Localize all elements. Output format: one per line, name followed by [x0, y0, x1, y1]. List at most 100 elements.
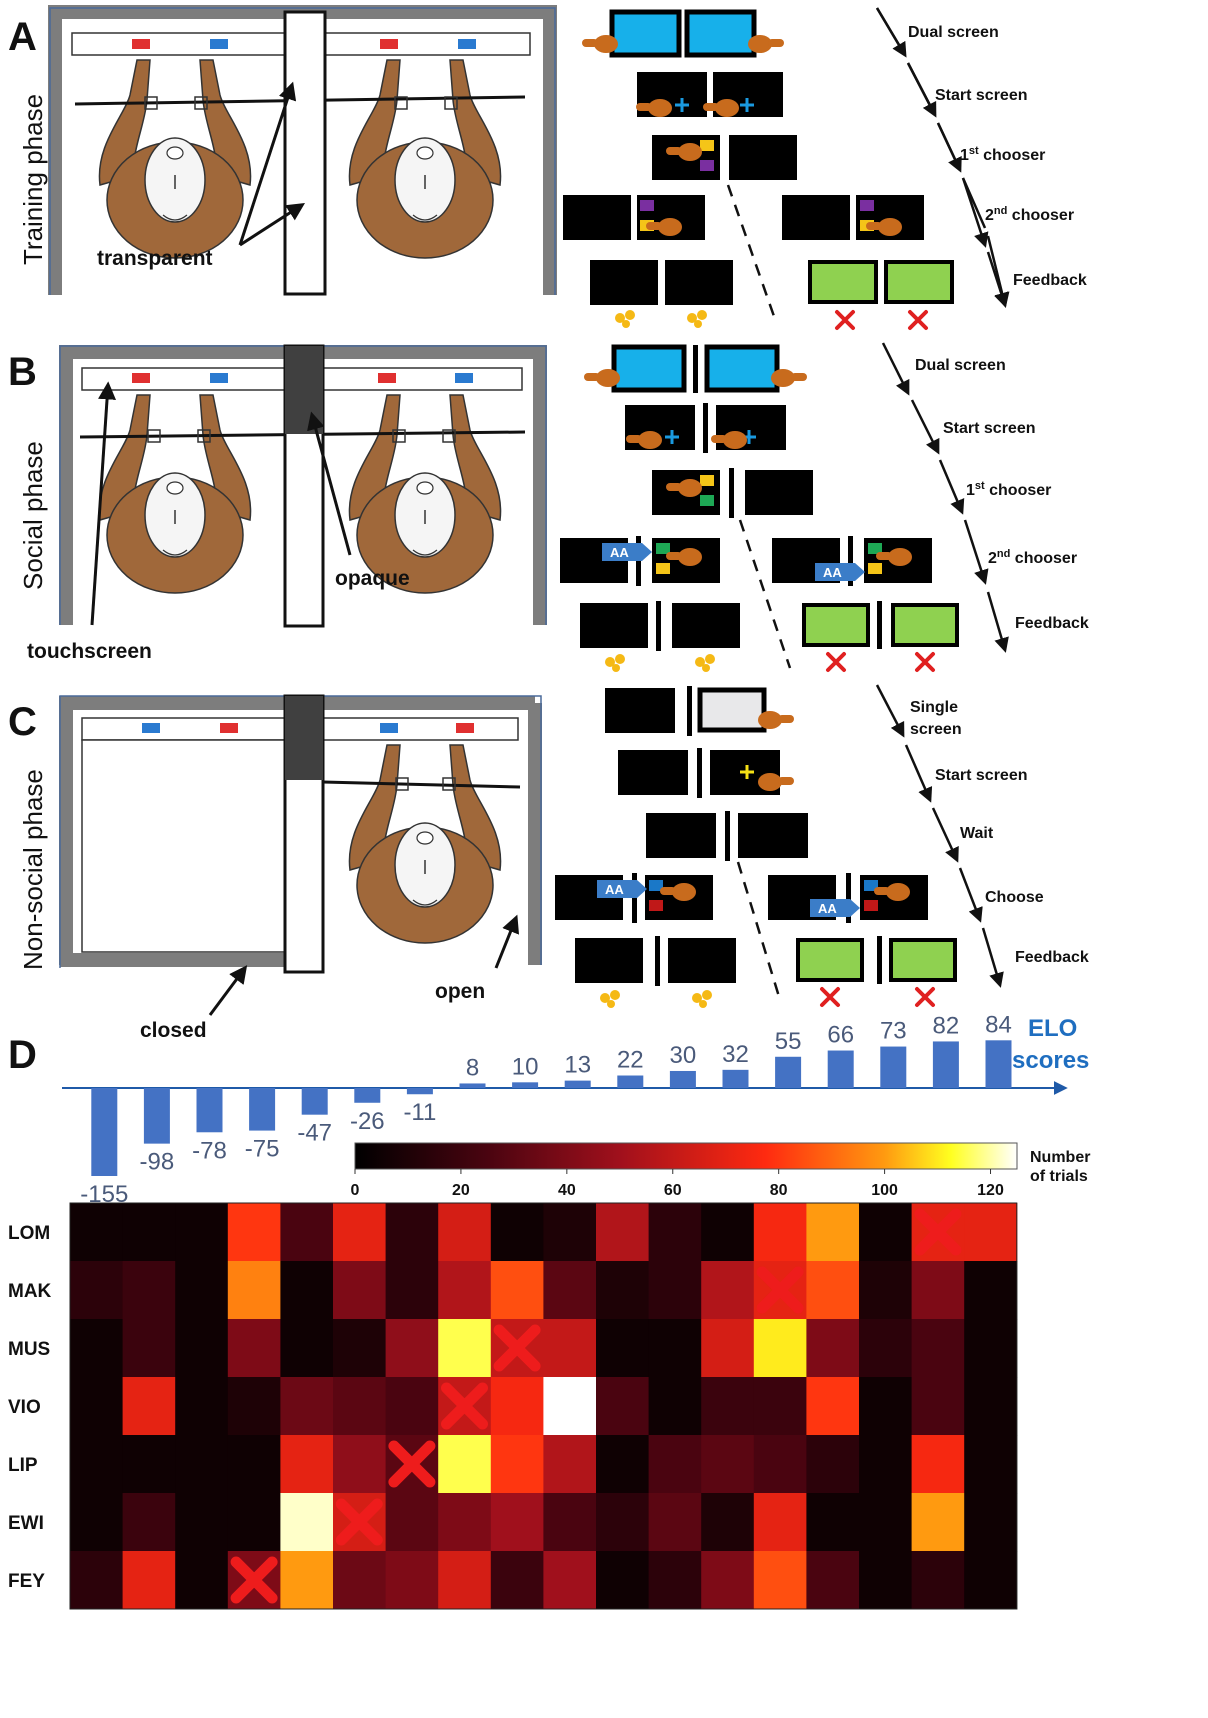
- heatmap-cell: [280, 1203, 334, 1262]
- elo-bar: [459, 1083, 486, 1088]
- heatmap-cell: [753, 1319, 807, 1378]
- heatmap-cell: [227, 1377, 281, 1436]
- heatmap-cell: [753, 1435, 807, 1494]
- step-a-5: Feedback: [1013, 272, 1087, 289]
- elo-value-label: 55: [775, 1028, 802, 1055]
- heatmap-cell: [175, 1377, 229, 1436]
- heatmap-row-label: FEY: [8, 1571, 45, 1592]
- heatmap-cell: [911, 1377, 965, 1436]
- heatmap-cell: [701, 1319, 755, 1378]
- heatmap-cell: [911, 1551, 965, 1610]
- heatmap-cell: [543, 1435, 597, 1494]
- self-pair-cross-mark: [756, 1266, 804, 1314]
- heatmap-cell: [596, 1203, 650, 1262]
- heatmap-cell: [122, 1377, 176, 1436]
- heatmap-row-label: LIP: [8, 1455, 38, 1476]
- heatmap-cell: [438, 1493, 492, 1552]
- elo-bar: [512, 1082, 539, 1088]
- colorbar-tick-label: 0: [351, 1182, 360, 1199]
- heatmap-cell: [859, 1377, 913, 1436]
- heatmap-cell: [806, 1493, 860, 1552]
- heatmap-cell: [70, 1203, 124, 1262]
- heatmap-cell: [227, 1319, 281, 1378]
- colorbar-title-1: Number: [1030, 1149, 1090, 1166]
- heatmap-cell: [438, 1435, 492, 1494]
- colorbar-title-2: of trials: [1030, 1168, 1088, 1185]
- elo-bar: [249, 1088, 276, 1131]
- heatmap-cell: [280, 1435, 334, 1494]
- heatmap-cell: [333, 1261, 387, 1320]
- heatmap-cell: [333, 1377, 387, 1436]
- heatmap-cell: [227, 1261, 281, 1320]
- elo-bar: [564, 1080, 591, 1088]
- elo-value-label: 10: [512, 1053, 539, 1080]
- step-c-3: Wait: [960, 825, 994, 842]
- heatmap-cell: [701, 1551, 755, 1610]
- heatmap-cell: [911, 1261, 965, 1320]
- heatmap-cell: [122, 1551, 176, 1610]
- heatmap-cell: [175, 1493, 229, 1552]
- heatmap-cell: [859, 1261, 913, 1320]
- elo-bar: [301, 1088, 328, 1115]
- step-c-5: Feedback: [1015, 949, 1089, 966]
- elo-value-label: 32: [722, 1041, 749, 1068]
- heatmap-cell: [70, 1319, 124, 1378]
- elo-title-2: scores: [1012, 1047, 1089, 1074]
- badge-aa-b2: AA: [823, 565, 842, 580]
- heatmap-cell: [175, 1203, 229, 1262]
- heatmap-cell: [70, 1261, 124, 1320]
- heatmap-cell: [333, 1435, 387, 1494]
- step-b-4: 2nd chooser: [988, 548, 1077, 567]
- heatmap-cell: [648, 1203, 702, 1262]
- step-c-4: Choose: [985, 889, 1044, 906]
- heatmap-cell: [911, 1319, 965, 1378]
- heatmap-cell: [911, 1493, 965, 1552]
- heatmap-row-label: LOM: [8, 1223, 50, 1244]
- heatmap-cell: [175, 1435, 229, 1494]
- heatmap-cell: [911, 1435, 965, 1494]
- heatmap-cell: [859, 1319, 913, 1378]
- heatmap-cell: [543, 1261, 597, 1320]
- elo-value-label: 66: [827, 1022, 854, 1049]
- heatmap-cell: [543, 1203, 597, 1262]
- elo-bar: [775, 1056, 802, 1088]
- heatmap-cell: [385, 1551, 439, 1610]
- sequence-b: AA AA Dual screen: [560, 342, 1089, 672]
- heatmap-cell: [596, 1319, 650, 1378]
- heatmap-cell: [859, 1435, 913, 1494]
- heatmap-cell: [385, 1319, 439, 1378]
- self-pair-cross-mark: [914, 1208, 962, 1256]
- colorbar-tick-label: 40: [558, 1182, 576, 1199]
- step-c-2: Start screen: [935, 767, 1028, 784]
- heatmap-cell: [806, 1551, 860, 1610]
- heatmap-cell: [701, 1377, 755, 1436]
- heatmap-cell: [175, 1319, 229, 1378]
- heatmap-cell: [701, 1203, 755, 1262]
- panel-letter-b: B: [8, 350, 37, 394]
- heatmap-cell: [280, 1261, 334, 1320]
- elo-bar: [354, 1088, 381, 1103]
- colorbar-tick-label: 20: [452, 1182, 470, 1199]
- heatmap-cell: [227, 1203, 281, 1262]
- elo-value-label: -26: [350, 1108, 385, 1135]
- heatmap-cell: [70, 1377, 124, 1436]
- heatmap-cell: [122, 1493, 176, 1552]
- elo-value-label: 73: [880, 1018, 907, 1045]
- step-b-2: Start screen: [943, 420, 1036, 437]
- heatmap-cell: [753, 1493, 807, 1552]
- heatmap-row-label: MUS: [8, 1339, 50, 1360]
- heatmap-cell: [596, 1493, 650, 1552]
- heatmap-cell: [438, 1261, 492, 1320]
- heatmap-cell: [280, 1551, 334, 1610]
- heatmap-cell: [648, 1435, 702, 1494]
- annotation-open: open: [435, 980, 485, 1003]
- heatmap-row-label: MAK: [8, 1281, 52, 1302]
- heatmap-cell: [438, 1319, 492, 1378]
- heatmap-cell: [964, 1377, 1018, 1436]
- heatmap-cell: [701, 1261, 755, 1320]
- heatmap-cell: [648, 1377, 702, 1436]
- heatmap-cell: [175, 1261, 229, 1320]
